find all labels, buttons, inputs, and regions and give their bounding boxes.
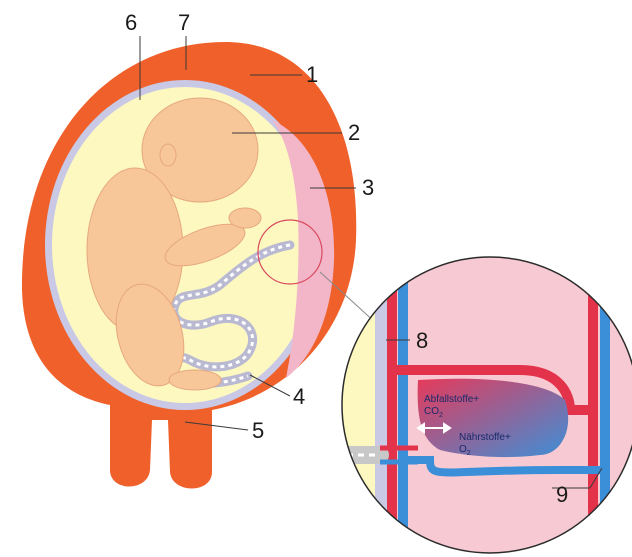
label-2: 2 (348, 120, 360, 145)
label-6: 6 (125, 10, 137, 35)
label-4: 4 (293, 384, 305, 409)
label-8: 8 (416, 328, 428, 353)
label-9: 9 (556, 482, 568, 507)
maternal-vein (398, 255, 408, 555)
label-5: 5 (252, 418, 264, 443)
maternal-artery (387, 255, 397, 555)
label-1: 1 (306, 62, 318, 87)
label-7: 7 (178, 10, 190, 35)
waste-label: Abfallstoffe+ (424, 394, 479, 405)
nutrients-label: Nährstoffe+ (459, 432, 511, 443)
label-3: 3 (362, 175, 374, 200)
